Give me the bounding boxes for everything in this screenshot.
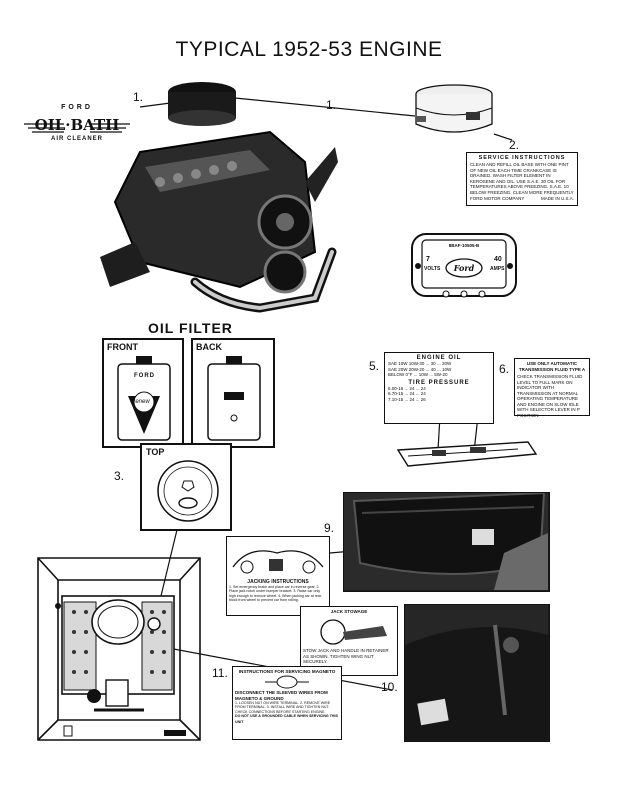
generator-amps-value: 40 [494, 256, 502, 263]
tire-pressure-heading: TIRE PRESSURE [408, 379, 470, 386]
oil-filter-top-label: TOP [146, 447, 165, 457]
service-footer-left: FORD MOTOR COMPANY [470, 196, 525, 201]
oil-bath-logo: FORD OIL·BATH AIR CLEANER [22, 104, 132, 152]
generator-ford-logo: Ford [453, 263, 475, 273]
callout-6: 6. [499, 362, 510, 376]
engine-compartment-drawing [34, 550, 204, 750]
oil-filter-heading: OIL FILTER [148, 320, 233, 336]
generator-decal: 8BAF-10505-B 7 VOLTS 40 AMPS Ford [410, 228, 518, 302]
oil-filter-can-brand: FORD [134, 373, 155, 379]
service-instructions-decal: SERVICE INSTRUCTIONS CLEAN AND REFILL OI… [466, 152, 578, 206]
generator-part: 8BAF-10505-B [448, 243, 480, 248]
oil-filter-front-panel: FRONT FORD Renew [102, 338, 184, 448]
callout-3: 3. [114, 469, 125, 483]
servicing-body: 1. LOOSEN NUT ON WIRE TERMINAL. 2. REMOV… [235, 701, 331, 714]
jacking-body: 1. Set emergency brake and place car in … [229, 585, 322, 603]
engine-oil-row-1: SAE 10W 10W-30 ... 30 ... 20W [388, 361, 452, 366]
generator-volts-value: 7 [426, 256, 430, 263]
oil-filter-back-label: BACK [196, 342, 222, 352]
transmission-body: CHECK TRANSMISSION FLUID LEVEL TO FULL M… [517, 374, 583, 418]
callout-11: 11. [212, 666, 228, 680]
service-heading: SERVICE INSTRUCTIONS [478, 155, 566, 161]
oil-filter-can-name: Renew [131, 399, 150, 405]
jacking-heading: JACKING INSTRUCTIONS [247, 579, 309, 585]
servicing-heading: INSTRUCTIONS FOR SERVICING MAGNETO [238, 669, 336, 674]
engine-oil-heading: ENGINE OIL [416, 355, 462, 361]
callout-10: 10. [381, 680, 398, 694]
callout-5: 5. [369, 359, 380, 373]
jack-body: STOW JACK AND HANDLE IN RETAINER AS SHOW… [303, 648, 389, 664]
transmission-decal: USE ONLY AUTOMATIC TRANSMISSION FLUID TY… [514, 358, 590, 418]
oil-filter-back-panel: BACK [191, 338, 275, 448]
trunk-lid-photo [343, 492, 550, 592]
engine-oil-row-2: SAE 20W 20W-20 ... 40 ... 10W [388, 366, 452, 372]
service-footer-right: MADE IN U.S.A. [540, 196, 574, 201]
logo-brand: FORD [61, 104, 93, 111]
air-cleaner-canister [412, 82, 496, 142]
service-body: CLEAN AND REFILL OIL BASE WITH ONE PINT … [470, 162, 574, 196]
firewall-drawing [388, 432, 538, 472]
jack-heading: JACK STOWAGE [330, 609, 368, 614]
callout-9: 9. [324, 521, 335, 535]
logo-sub: AIR CLEANER [50, 136, 103, 142]
generator-volts: VOLTS [424, 266, 441, 272]
servicing-footer: DO NOT USE A GROUNDED CABLE WHEN SERVICI… [235, 714, 338, 724]
engine-oil-decal: ENGINE OIL SAE 10W 10W-30 ... 30 ... 20W… [384, 352, 494, 424]
jack-stowage-decal: JACK STOWAGE STOW JACK AND HANDLE IN RET… [300, 606, 398, 676]
oil-filter-front-label: FRONT [107, 342, 138, 352]
tire-pressure-row-1: 6.00-16 ... 24 ... 24 [388, 385, 426, 391]
generator-amps: AMPS [490, 266, 505, 272]
page-title: TYPICAL 1952-53 ENGINE [175, 38, 443, 61]
engine-illustration [100, 72, 340, 328]
callout-2: 2. [509, 138, 520, 152]
logo-name: OIL·BATH [34, 116, 120, 134]
callout-1-right: 1. [326, 98, 337, 112]
engine-oil-row-3: BELOW 0°F ... 10W ... 5W-20 [388, 372, 448, 377]
transmission-top: USE ONLY AUTOMATIC TRANSMISSION FLUID TY… [518, 361, 586, 372]
servicing-sub: DISCONNECT THE SLEEVED WIRES FROM MAGNET… [235, 690, 328, 701]
callout-1-left: 1. [133, 90, 144, 104]
oil-filter-top-panel: TOP [140, 443, 232, 531]
tire-pressure-row-3: 7.10-15 ... 24 ... 26 [388, 396, 426, 402]
trunk-floor-photo [404, 604, 550, 742]
servicing-instructions-decal: INSTRUCTIONS FOR SERVICING MAGNETO DISCO… [232, 666, 342, 740]
tire-pressure-row-2: 6.70-15 ... 24 ... 24 [388, 391, 426, 396]
jacking-instructions-decal: JACKING INSTRUCTIONS 1. Set emergency br… [226, 536, 330, 616]
